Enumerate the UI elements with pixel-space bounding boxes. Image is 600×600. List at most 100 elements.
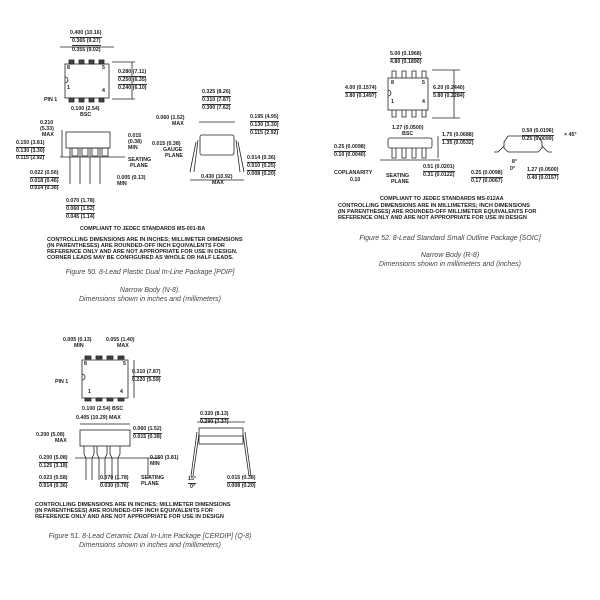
compliance-note: COMPLIANT TO JEDEC STANDARDS MS-012AA xyxy=(380,196,504,202)
dim-label: 0.130 (3.30) xyxy=(16,148,45,156)
dim-label: 0.100 (2.54) xyxy=(71,106,100,112)
dim-label: 4.80 (0.1890) xyxy=(390,59,422,65)
dim-label: 0.355 (9.02) xyxy=(72,47,101,53)
dim-label: (5.33) xyxy=(40,126,54,132)
pin-number: 8 xyxy=(84,361,87,367)
dim-label: 0.25 (0.0098) xyxy=(334,144,366,152)
dim-label: 0.280 (7.11) xyxy=(118,69,147,77)
figure-subtitle: Narrow Body (R-8) xyxy=(420,252,480,259)
dim-label: 0.320 (8.13) xyxy=(200,411,229,419)
dim-label: × 45° xyxy=(564,132,577,138)
figure-subtitle: Dimensions shown in millimeters and (inc… xyxy=(379,261,521,268)
pdip-side-view xyxy=(60,130,125,184)
dim-label: 0.10 xyxy=(350,177,361,183)
seating-plane-label: SEATING xyxy=(128,157,152,163)
dim-label: 5.80 (0.2284) xyxy=(433,93,465,99)
figure-caption: Figure 52. 8-Lead Standard Small Outline… xyxy=(359,235,541,242)
note-line: REFERENCE ONLY AND ARE NOT APPROPRIATE F… xyxy=(35,514,224,520)
angle-label: 8° xyxy=(512,159,518,165)
cerdip-side-view xyxy=(75,423,160,480)
pin-number: 8 xyxy=(391,80,394,86)
dim-label: 0.210 xyxy=(40,120,54,126)
note-line: REFERENCE ONLY AND ARE NOT APPROPRIATE F… xyxy=(47,249,238,255)
note-line: (IN PARENTHESES) ARE ROUNDED-OFF MILLIME… xyxy=(338,209,537,215)
dim-label: MAX xyxy=(117,343,129,349)
dim-label: 0.31 (0.0122) xyxy=(423,172,455,178)
dim-label: 0.150 (3.81) xyxy=(16,140,45,148)
dim-label: 0.023 (0.58) xyxy=(39,475,68,483)
dim-label: 0.014 (0.36) xyxy=(39,483,68,489)
seating-plane-label: SEATING xyxy=(386,173,410,179)
pin-number: 4 xyxy=(102,88,105,94)
soic-end-view xyxy=(494,135,552,153)
dim-label: 1.35 (0.0532) xyxy=(442,140,474,146)
dim-label: 0.014 (0.36) xyxy=(30,185,59,191)
dim-label: MIN xyxy=(74,343,84,349)
dim-label: 0.430 (10.92) xyxy=(201,174,233,180)
pin-number: 4 xyxy=(422,99,425,105)
pin-number: 1 xyxy=(88,389,91,395)
dim-label: 0.022 (0.56) xyxy=(30,170,59,178)
seating-plane-label: PLANE xyxy=(141,481,159,487)
angle-label: 0° xyxy=(510,166,516,172)
dim-label: 0.200 (5.08) xyxy=(36,432,65,438)
dim-label: 0.50 (0.0196) xyxy=(522,128,554,136)
dim-label: MIN xyxy=(128,145,138,151)
pin-number: 8 xyxy=(67,65,70,71)
dim-label: 0.030 (0.76) xyxy=(100,483,129,489)
note-line: CONTROLLING DIMENSIONS ARE IN INCHES; MI… xyxy=(47,237,243,243)
dim-label: 1.27 (0.0500) xyxy=(527,167,559,175)
dim-label: BSC xyxy=(80,112,92,118)
dim-label: 0.130 (3.30) xyxy=(250,122,279,130)
dim-label: 0.005 (0.13) xyxy=(63,337,92,343)
note-line: (IN PARENTHESES) ARE ROUNDED-OFF INCH EQ… xyxy=(47,243,225,249)
dim-label: 0.005 (0.13) xyxy=(117,175,146,181)
dim-label: 0.115 (2.92) xyxy=(250,130,279,136)
dim-label: 0.010 (0.25) xyxy=(247,163,276,171)
soic-top-view xyxy=(387,69,460,119)
pdip-end-view xyxy=(189,121,245,181)
figure-subtitle: Narrow Body (N-8). xyxy=(119,287,181,294)
pin-number: 4 xyxy=(120,389,123,395)
dim-label: 0.195 (4.95) xyxy=(250,114,279,122)
dim-label: 0.125 (3.18) xyxy=(39,463,68,469)
dim-label: 0.250 (6.35) xyxy=(118,77,147,85)
dim-label: 0.008 (0.20) xyxy=(227,483,256,489)
figure-caption: Figure 50. 8-Lead Plastic Dual In-Line P… xyxy=(65,269,235,276)
dim-label: 0.015 xyxy=(128,133,142,139)
dim-label: 0.10 (0.0040) xyxy=(334,152,366,158)
note-line: CONTROLLING DIMENSIONS ARE IN INCHES; MI… xyxy=(35,502,231,508)
pdip-top-view xyxy=(60,46,135,103)
dim-label: 0.015 (0.38) xyxy=(133,434,162,440)
dim-label: 0.405 (10.29) MAX xyxy=(76,415,121,421)
dim-label: 0.055 (1.40) xyxy=(106,337,135,343)
pin1-label: PIN 1 xyxy=(44,97,58,103)
cerdip-top-view xyxy=(81,355,135,402)
dim-label: 0.015 (0.38) xyxy=(227,475,256,483)
dim-label: 0.240 (6.10) xyxy=(118,85,147,91)
note-line: CORNER LEADS MAY BE CONFIGURED AS WHOLE … xyxy=(47,255,234,261)
dim-label: 0.310 (7.87) xyxy=(202,97,231,105)
pin-number: 5 xyxy=(102,65,105,71)
dim-label: 5.00 (0.1968) xyxy=(390,51,422,59)
pin-number: 1 xyxy=(67,85,70,91)
dim-label: MAX xyxy=(55,438,67,444)
dim-label: 0.25 (0.0099) xyxy=(522,136,554,142)
dim-label: 6.20 (0.2440) xyxy=(433,85,465,93)
dim-label: 0.300 (7.62) xyxy=(202,105,231,111)
pin-number: 5 xyxy=(123,361,126,367)
angle-label: 15° xyxy=(188,476,197,484)
soic-side-view xyxy=(380,136,440,161)
gauge-plane-label: GAUGE xyxy=(163,147,183,153)
dim-label: MIN xyxy=(117,181,127,187)
dim-label: 0.060 (1.52) xyxy=(66,206,95,214)
pin-number: 1 xyxy=(391,99,394,105)
dim-label: 0.070 (1.78) xyxy=(100,475,129,483)
pin1-label: PIN 1 xyxy=(55,379,69,385)
gauge-plane-label: PLANE xyxy=(165,153,183,159)
dim-label: 0.40 (0.0157) xyxy=(527,175,559,181)
dim-label: MAX xyxy=(42,132,54,138)
dim-label: 0.015 (0.38) xyxy=(152,141,181,147)
dim-label: 0.51 (0.0201) xyxy=(423,164,455,172)
dim-label: BSC xyxy=(402,131,414,137)
